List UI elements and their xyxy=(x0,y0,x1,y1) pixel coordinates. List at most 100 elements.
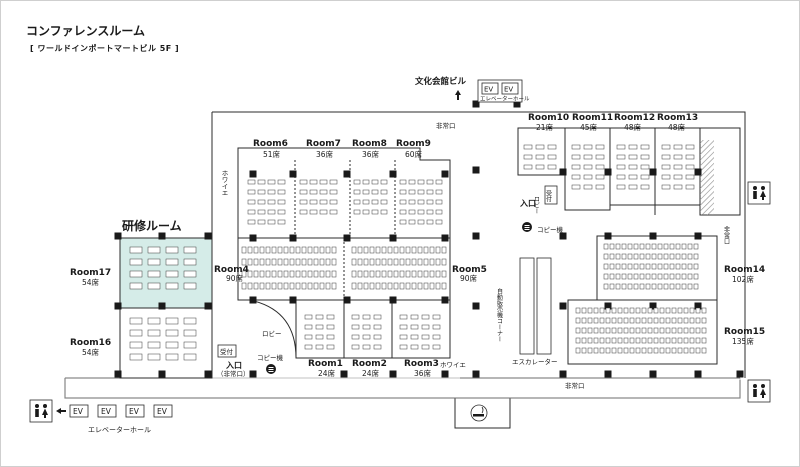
seat xyxy=(587,317,593,324)
column xyxy=(158,370,166,378)
seat xyxy=(319,179,328,185)
seat xyxy=(351,344,360,350)
seat xyxy=(369,258,375,266)
column xyxy=(604,370,612,378)
seat xyxy=(319,246,325,254)
seat xyxy=(675,263,681,270)
seat xyxy=(671,307,677,314)
seat xyxy=(399,219,407,225)
seat xyxy=(611,317,617,324)
column xyxy=(694,370,702,378)
seat xyxy=(410,334,419,340)
seat xyxy=(165,353,179,361)
seat xyxy=(351,282,357,290)
seat xyxy=(253,282,259,290)
reception-left: 受付 xyxy=(217,344,237,358)
seat xyxy=(663,283,669,290)
seat xyxy=(362,314,371,320)
column xyxy=(343,234,351,242)
seat xyxy=(410,344,419,350)
seat xyxy=(653,327,659,334)
seat xyxy=(421,314,430,320)
seat xyxy=(639,263,645,270)
column xyxy=(694,168,702,176)
seat xyxy=(309,189,318,195)
seat xyxy=(635,337,641,344)
seat xyxy=(665,307,671,314)
seat xyxy=(411,246,417,254)
seat xyxy=(357,282,363,290)
seat xyxy=(257,189,266,195)
seat xyxy=(147,270,161,278)
seat xyxy=(295,270,301,278)
seat xyxy=(633,273,639,280)
seat xyxy=(371,209,379,215)
seat xyxy=(693,243,699,250)
seat xyxy=(265,258,271,266)
seat xyxy=(605,307,611,314)
seat xyxy=(681,283,687,290)
seat xyxy=(289,282,295,290)
seat xyxy=(435,246,441,254)
seat xyxy=(547,164,557,170)
room8-name: Room8 xyxy=(352,139,387,149)
seat xyxy=(677,347,683,354)
seat xyxy=(183,282,197,290)
room15-area[interactable] xyxy=(567,299,718,365)
seat xyxy=(663,243,669,250)
room14-area[interactable] xyxy=(596,235,718,301)
seat xyxy=(283,282,289,290)
seat xyxy=(595,174,605,180)
seat xyxy=(147,317,161,325)
seat xyxy=(247,179,256,185)
stair-ledge xyxy=(64,377,741,429)
seat xyxy=(357,258,363,266)
restroom-icon xyxy=(29,399,53,423)
seat xyxy=(628,184,638,190)
seat xyxy=(583,154,593,160)
room6-seats: 51席 xyxy=(263,149,281,159)
seat xyxy=(685,164,695,170)
bunka-bldg-label: 文化会館ビル xyxy=(415,76,467,87)
seat xyxy=(129,282,143,290)
seat xyxy=(399,209,407,215)
seat xyxy=(675,283,681,290)
seat xyxy=(375,282,381,290)
seat xyxy=(326,324,335,330)
seat xyxy=(587,347,593,354)
seat xyxy=(183,246,197,254)
seat xyxy=(259,270,265,278)
seat xyxy=(657,273,663,280)
seat xyxy=(329,199,338,205)
seat xyxy=(435,258,441,266)
seat xyxy=(417,199,425,205)
lobby-label: ロビー xyxy=(262,329,282,338)
seat xyxy=(665,327,671,334)
seat xyxy=(304,314,313,320)
seat xyxy=(147,282,161,290)
column xyxy=(389,234,397,242)
seat xyxy=(659,317,665,324)
seat xyxy=(432,314,441,320)
seat xyxy=(405,246,411,254)
seat xyxy=(683,347,689,354)
seat xyxy=(681,243,687,250)
seat xyxy=(641,347,647,354)
seat xyxy=(380,179,388,185)
seat xyxy=(267,199,276,205)
seat xyxy=(301,258,307,266)
seat xyxy=(304,334,313,340)
seat xyxy=(685,154,695,160)
seat xyxy=(369,246,375,254)
entrance-right-label: 入口 xyxy=(519,199,536,208)
room17-name: Room17 xyxy=(70,268,111,278)
seat xyxy=(663,253,669,260)
seat xyxy=(547,144,557,150)
seat xyxy=(435,282,441,290)
seat xyxy=(571,154,581,160)
ev-bottom-1: EV xyxy=(73,407,84,416)
escalator xyxy=(519,257,552,355)
room14-name: Room14 xyxy=(724,265,765,275)
seat xyxy=(701,347,707,354)
column xyxy=(249,370,257,378)
